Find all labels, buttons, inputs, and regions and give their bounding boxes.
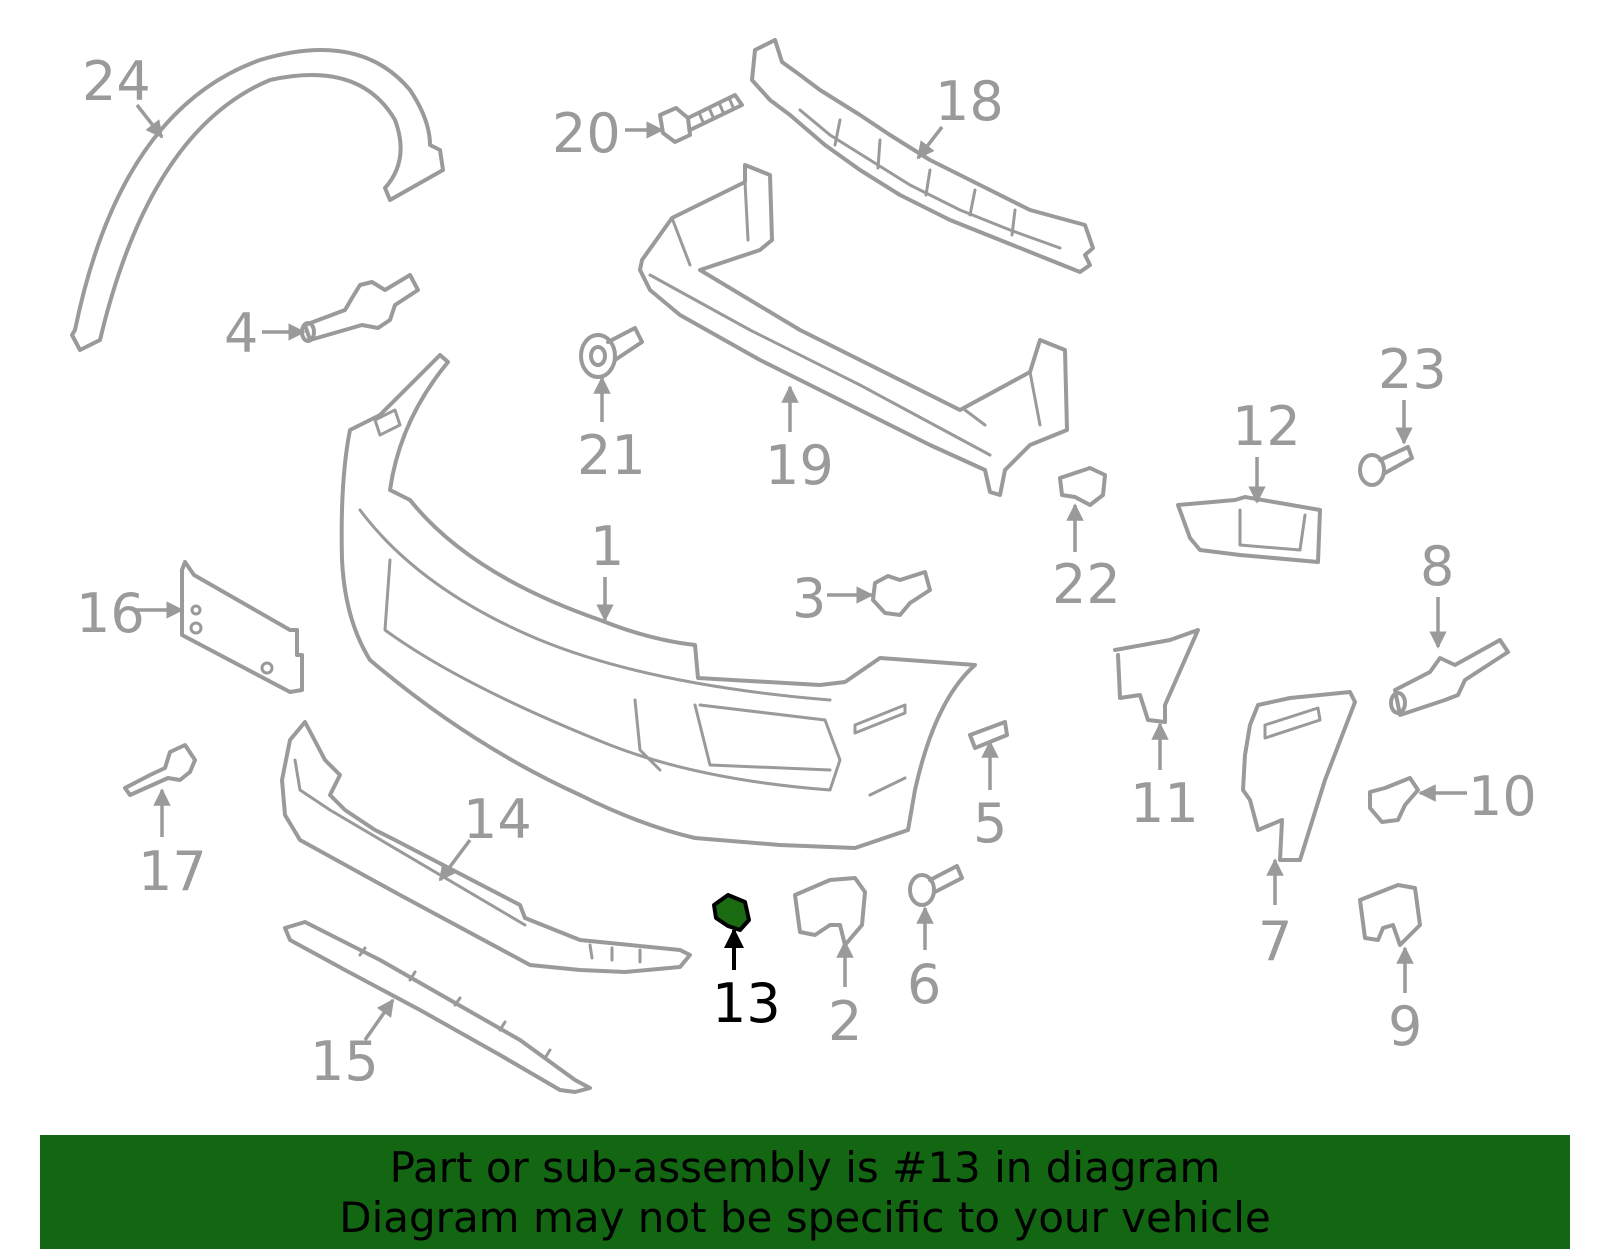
callout-numbers: 24 20 18 4 21 19 23 12 22 1 3 16 8 11 5 …: [76, 50, 1537, 1093]
part-20-bolt: [658, 93, 744, 144]
part-11-bracket: [1113, 628, 1200, 724]
callout-14: 14: [463, 788, 532, 851]
part-19-reinforcement: [638, 163, 1069, 497]
callout-15: 15: [310, 1030, 379, 1093]
callout-6: 6: [907, 953, 941, 1016]
callout-11: 11: [1130, 772, 1199, 835]
part-22-clip-nut: [1058, 466, 1107, 507]
part-6-screw: [908, 864, 964, 907]
callout-19: 19: [765, 434, 834, 497]
part-9-bracket: [1358, 883, 1422, 947]
callout-21: 21: [577, 424, 646, 487]
callout-12: 12: [1232, 395, 1301, 458]
leader-lines: [135, 103, 1467, 1042]
callout-16: 16: [76, 582, 145, 645]
part-15-lower-strip: [283, 920, 592, 1094]
callout-22: 22: [1052, 553, 1121, 616]
part-18-absorber: [750, 38, 1095, 274]
callout-4: 4: [224, 302, 258, 365]
part-24-wheel-arch-molding: [70, 48, 445, 352]
part-2-bracket: [793, 876, 867, 947]
part-23-screw: [1358, 445, 1414, 487]
part-16-license-bracket: [180, 560, 304, 694]
callout-3: 3: [792, 567, 826, 630]
part-1-bumper-cover: [339, 353, 977, 850]
banner-line-1: Part or sub-assembly is #13 in diagram: [389, 1143, 1221, 1192]
callout-23: 23: [1378, 338, 1447, 401]
callout-7: 7: [1258, 910, 1292, 973]
part-17-push-clip: [123, 743, 197, 797]
callout-20: 20: [552, 102, 621, 165]
part-21-clip: [579, 326, 644, 379]
callout-10: 10: [1468, 765, 1537, 828]
callout-2: 2: [828, 990, 862, 1053]
part-7-side-bracket: [1241, 690, 1357, 862]
callout-5: 5: [973, 792, 1007, 855]
part-3-clip: [871, 570, 932, 617]
callout-1: 1: [590, 515, 624, 578]
part-14-lower-valance: [280, 720, 692, 974]
callout-17: 17: [138, 840, 207, 903]
callout-24: 24: [82, 50, 151, 113]
callout-18: 18: [935, 70, 1004, 133]
banner-line-2: Diagram may not be specific to your vehi…: [339, 1193, 1271, 1242]
part-5-bracket: [968, 720, 1009, 750]
part-8-push-pin: [1389, 638, 1510, 717]
part-12-reflector: [1176, 495, 1322, 564]
callout-13-highlighted: 13: [712, 972, 781, 1035]
part-13-cap-highlighted: [712, 893, 751, 932]
callout-8: 8: [1420, 535, 1454, 598]
info-banner: Part or sub-assembly is #13 in diagram D…: [40, 1135, 1570, 1249]
part-10-clip: [1368, 776, 1420, 824]
part-4-push-pin: [300, 273, 420, 343]
callout-9: 9: [1388, 995, 1422, 1058]
